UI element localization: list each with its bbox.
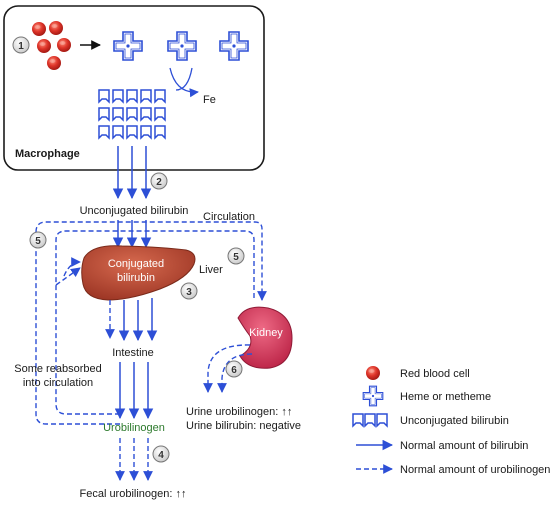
step-4-marker: 4 xyxy=(152,445,170,463)
unconjugated-bilirubin-grid xyxy=(98,89,166,139)
svg-text:3: 3 xyxy=(186,287,192,298)
svg-text:6: 6 xyxy=(231,365,237,376)
step-1-marker: 1 xyxy=(12,36,30,54)
svg-text:1: 1 xyxy=(18,41,24,52)
urobilinogen-label: Urobilinogen xyxy=(103,422,165,434)
svg-text:Red blood cell: Red blood cell xyxy=(400,368,470,380)
legend: Red blood cell Heme or metheme Unconjuga… xyxy=(352,366,550,476)
iron-label: Fe xyxy=(203,94,216,106)
circulation-loop-outer xyxy=(35,221,267,425)
liver-shape xyxy=(81,245,196,301)
iron-release-arrow-left xyxy=(175,67,193,91)
circulation-loop-inner xyxy=(55,230,255,415)
conjugated-bilirubin-label-line1: Conjugated xyxy=(108,258,164,270)
unconjugated-bilirubin-label: Unconjugated bilirubin xyxy=(80,205,189,217)
svg-text:2: 2 xyxy=(156,177,162,188)
step-2-marker: 2 xyxy=(150,172,168,190)
circulation-label: Circulation xyxy=(203,211,255,223)
step-5-right-marker: 5 xyxy=(227,247,245,265)
reabsorbed-label-line1: Some reabsorbed xyxy=(14,363,101,375)
legend-item-solid-arrow: Normal amount of bilirubin xyxy=(356,439,528,452)
step-5-left-marker: 5 xyxy=(29,231,47,249)
legend-item-unconj: Unconjugated bilirubin xyxy=(352,413,509,427)
legend-item-dashed-arrow: Normal amount of urobilinogen xyxy=(356,464,550,476)
bilirubin-exit-arrows xyxy=(112,146,152,200)
urine-bilirubin-label: Urine bilirubin: negative xyxy=(186,420,301,432)
svg-text:Heme or metheme: Heme or metheme xyxy=(400,391,491,403)
macrophage-label: Macrophage xyxy=(15,148,80,160)
urine-excretion-arrow-1 xyxy=(203,344,251,393)
svg-text:5: 5 xyxy=(233,252,239,263)
bilirubin-to-liver-arrows xyxy=(112,220,152,249)
urine-excretion-arrow-2 xyxy=(217,353,253,393)
liver-label: Liver xyxy=(199,264,223,276)
intestine-label: Intestine xyxy=(112,347,154,359)
svg-text:Normal amount of urobilinogen: Normal amount of urobilinogen xyxy=(400,464,550,476)
liver-to-intestine-arrows xyxy=(118,298,158,342)
legend-item-heme: Heme or metheme xyxy=(362,385,491,407)
urine-urobilinogen-label: Urine urobilinogen: ↑↑ xyxy=(186,406,292,418)
svg-text:4: 4 xyxy=(158,450,164,461)
step-3-marker: 3 xyxy=(180,282,198,300)
circulation-to-liver-arrow xyxy=(55,267,81,286)
svg-text:5: 5 xyxy=(35,236,41,247)
svg-text:Unconjugated bilirubin: Unconjugated bilirubin xyxy=(400,415,509,427)
conjugated-bilirubin-label-line2: bilirubin xyxy=(117,272,155,284)
kidney-label: Kidney xyxy=(249,327,283,339)
fecal-urobilinogen-label: Fecal urobilinogen: ↑↑ xyxy=(79,488,186,500)
svg-text:Normal amount of bilirubin: Normal amount of bilirubin xyxy=(400,440,528,452)
intestine-to-urobilinogen-arrows xyxy=(114,362,154,420)
legend-item-rbc: Red blood cell xyxy=(366,366,470,380)
step-6-marker: 6 xyxy=(225,360,243,378)
reabsorbed-label-line2: into circulation xyxy=(23,377,93,389)
iron-release-arrow xyxy=(169,67,199,98)
fecal-excretion-arrows xyxy=(115,438,153,481)
kidney-shape xyxy=(237,306,293,369)
circulation-to-liver-arrow-2 xyxy=(63,257,81,277)
